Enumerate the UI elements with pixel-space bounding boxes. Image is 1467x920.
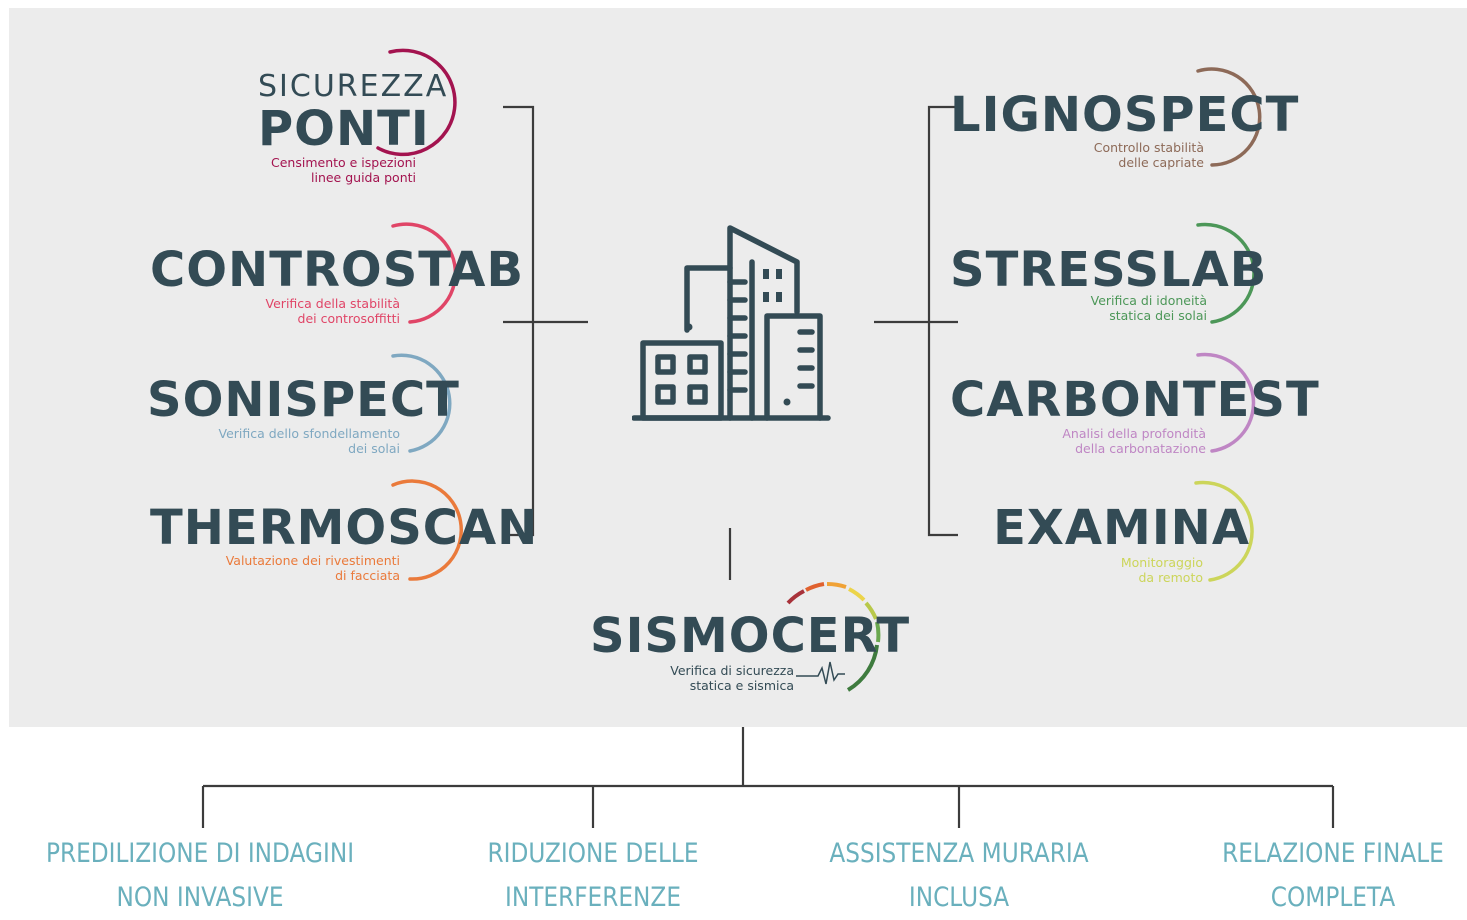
lignospect-subtitle: Controllo stabilità delle capriate	[1004, 140, 1204, 170]
sismocert-gauge	[786, 581, 881, 692]
benefit-3-line1: ASSISTENZA MURARIA	[829, 838, 1089, 869]
sonispect-title: SONISPECT	[147, 372, 460, 428]
carbontest-sub2: della carbonatazione	[1075, 441, 1206, 456]
examina-subtitle: Monitoraggio da remoto	[1003, 555, 1203, 585]
arc-sonispect	[391, 353, 452, 453]
lignospect-sub1: Controllo stabilità	[1093, 140, 1204, 155]
examina-sub2: da remoto	[1138, 570, 1204, 585]
benefit-assistenza: ASSISTENZA MURARIA INCLUSA	[813, 832, 1105, 920]
sismocert-sub1: Verifica di sicurezza	[670, 663, 794, 678]
lignospect-sub2: delle capriate	[1118, 155, 1204, 170]
benefit-1-line2: NON INVASIVE	[116, 882, 284, 913]
sicurezza-ponti-sub2: linee guida ponti	[311, 170, 416, 185]
sonispect-subtitle: Verifica dello sfondellamento dei solai	[200, 426, 400, 456]
stresslab-title: STRESSLAB	[950, 242, 1268, 298]
controstab-subtitle: Verifica della stabilità dei controsoffi…	[200, 296, 400, 326]
building-icon	[632, 225, 831, 421]
sicurezza-ponti-sub1: Censimento e ispezioni	[271, 155, 416, 170]
thermoscan-sub1: Valutazione dei rivestimenti	[225, 553, 400, 568]
arc-stresslab	[1196, 222, 1256, 324]
controstab-sub2: dei controsoffitti	[297, 311, 400, 326]
arc-sicurezza-ponti	[376, 48, 457, 157]
sicurezza-ponti-subtitle: Censimento e ispezioni linee guida ponti	[216, 155, 416, 185]
stresslab-sub1: Verifica di idoneità	[1090, 293, 1207, 308]
sismocert-subtitle: Verifica di sicurezza statica e sismica	[594, 663, 794, 693]
stresslab-sub2: statica dei solai	[1109, 308, 1207, 323]
benefit-2-line2: INTERFERENZE	[504, 882, 681, 913]
carbontest-sub1: Analisi della profondità	[1062, 426, 1206, 441]
sismocert-title: SISMOCERT	[590, 608, 911, 664]
benefit-4-line2: COMPLETA	[1270, 882, 1396, 913]
carbontest-subtitle: Analisi della profondità della carbonata…	[1006, 426, 1206, 456]
benefit-1-line1: PREDILIZIONE DI INDAGINI	[45, 838, 355, 869]
arc-controstab	[391, 222, 458, 324]
arc-lignospect	[1196, 67, 1262, 167]
controstab-sub1: Verifica della stabilità	[265, 296, 400, 311]
benefit-relazione: RELAZIONE FINALE COMPLETA	[1187, 832, 1467, 920]
heartbeat-icon	[796, 661, 845, 685]
examina-sub1: Monitoraggio	[1120, 555, 1203, 570]
sicurezza-ponti-title: PONTI	[258, 101, 430, 157]
examina-title: EXAMINA	[993, 500, 1250, 556]
sismocert-sub2: statica e sismica	[689, 678, 794, 693]
sonispect-sub2: dei solai	[348, 441, 400, 456]
benefit-3-line2: INCLUSA	[908, 882, 1010, 913]
thermoscan-title: THERMOSCAN	[150, 500, 539, 556]
thermoscan-subtitle: Valutazione dei rivestimenti di facciata	[200, 553, 400, 583]
thermoscan-sub2: di facciata	[335, 568, 400, 583]
controstab-title: CONTROSTAB	[150, 242, 525, 298]
carbontest-title: CARBONTEST	[950, 372, 1320, 428]
benefit-non-invasive: PREDILIZIONE DI INDAGINI NON INVASIVE	[28, 832, 372, 920]
arc-carbontest	[1196, 352, 1256, 453]
benefit-4-line1: RELAZIONE FINALE	[1222, 838, 1444, 869]
background-panel	[9, 8, 1467, 727]
stresslab-subtitle: Verifica di idoneità statica dei solai	[1007, 293, 1207, 323]
sicurezza-ponti-label-top: SICUREZZA	[258, 69, 449, 104]
lignospect-title: LIGNOSPECT	[950, 87, 1300, 143]
benefit-2-line1: RIDUZIONE DELLE	[487, 838, 699, 869]
sonispect-sub1: Verifica dello sfondellamento	[218, 426, 400, 441]
arc-examina	[1194, 480, 1254, 582]
benefit-interferenze: RIDUZIONE DELLE INTERFERENZE	[464, 832, 722, 920]
arc-thermoscan	[391, 479, 464, 581]
